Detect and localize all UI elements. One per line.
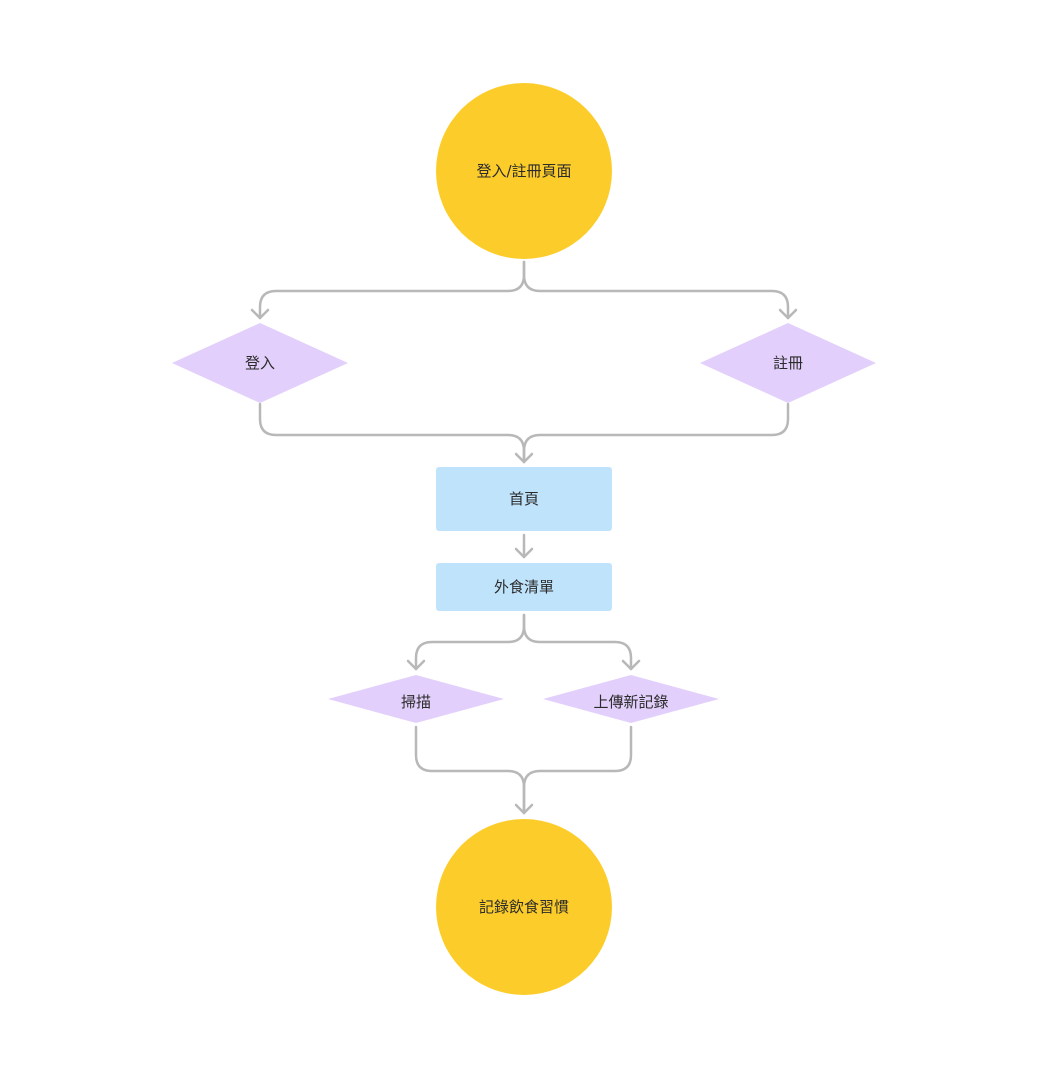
arrow-head-end	[514, 803, 534, 815]
arrow-head-register	[778, 308, 798, 320]
edge-register-to-home	[522, 402, 790, 464]
end-circle	[436, 819, 612, 995]
scan-diamond	[328, 675, 504, 723]
node-register[interactable]: 註冊	[700, 323, 876, 403]
edge-start-to-register	[522, 260, 790, 320]
node-end[interactable]: 記錄飲食習慣	[436, 819, 612, 995]
node-scan[interactable]: 掃描	[328, 675, 504, 723]
edge-dining-list-to-upload	[522, 613, 633, 671]
dining-list-rect	[436, 563, 612, 611]
node-end-label: 記錄飲食習慣	[479, 898, 569, 916]
edge-start-to-login	[258, 260, 526, 320]
edge-dining-list-to-scan	[414, 613, 526, 671]
start-circle	[436, 83, 612, 259]
arrow-head-login	[250, 308, 270, 320]
node-home-label: 首頁	[509, 490, 539, 508]
node-dining-list-label: 外食清單	[494, 578, 554, 596]
arrow-head-dining-list	[514, 547, 534, 559]
edge-scan-to-end	[414, 725, 526, 815]
arrow-head-upload	[621, 659, 641, 671]
node-upload-record-label: 上傳新記錄	[593, 693, 668, 711]
arrow-head-home	[514, 452, 534, 464]
node-start-label: 登入/註冊頁面	[476, 162, 571, 180]
edges	[250, 260, 798, 815]
node-scan-label: 掃描	[401, 693, 431, 711]
node-home[interactable]: 首頁	[436, 467, 612, 531]
node-start[interactable]: 登入/註冊頁面	[436, 83, 612, 259]
arrow-head-scan	[406, 659, 426, 671]
node-login[interactable]: 登入	[172, 323, 348, 403]
edge-login-to-home	[258, 402, 526, 464]
edge-upload-to-end	[522, 725, 633, 815]
upload-record-diamond	[543, 675, 719, 723]
node-login-label: 登入	[245, 354, 275, 372]
home-rect	[436, 467, 612, 531]
node-register-label: 註冊	[773, 354, 803, 372]
register-diamond	[700, 323, 876, 403]
node-upload-record[interactable]: 上傳新記錄	[543, 675, 719, 723]
node-dining-list[interactable]: 外食清單	[436, 563, 612, 611]
login-diamond	[172, 323, 348, 403]
